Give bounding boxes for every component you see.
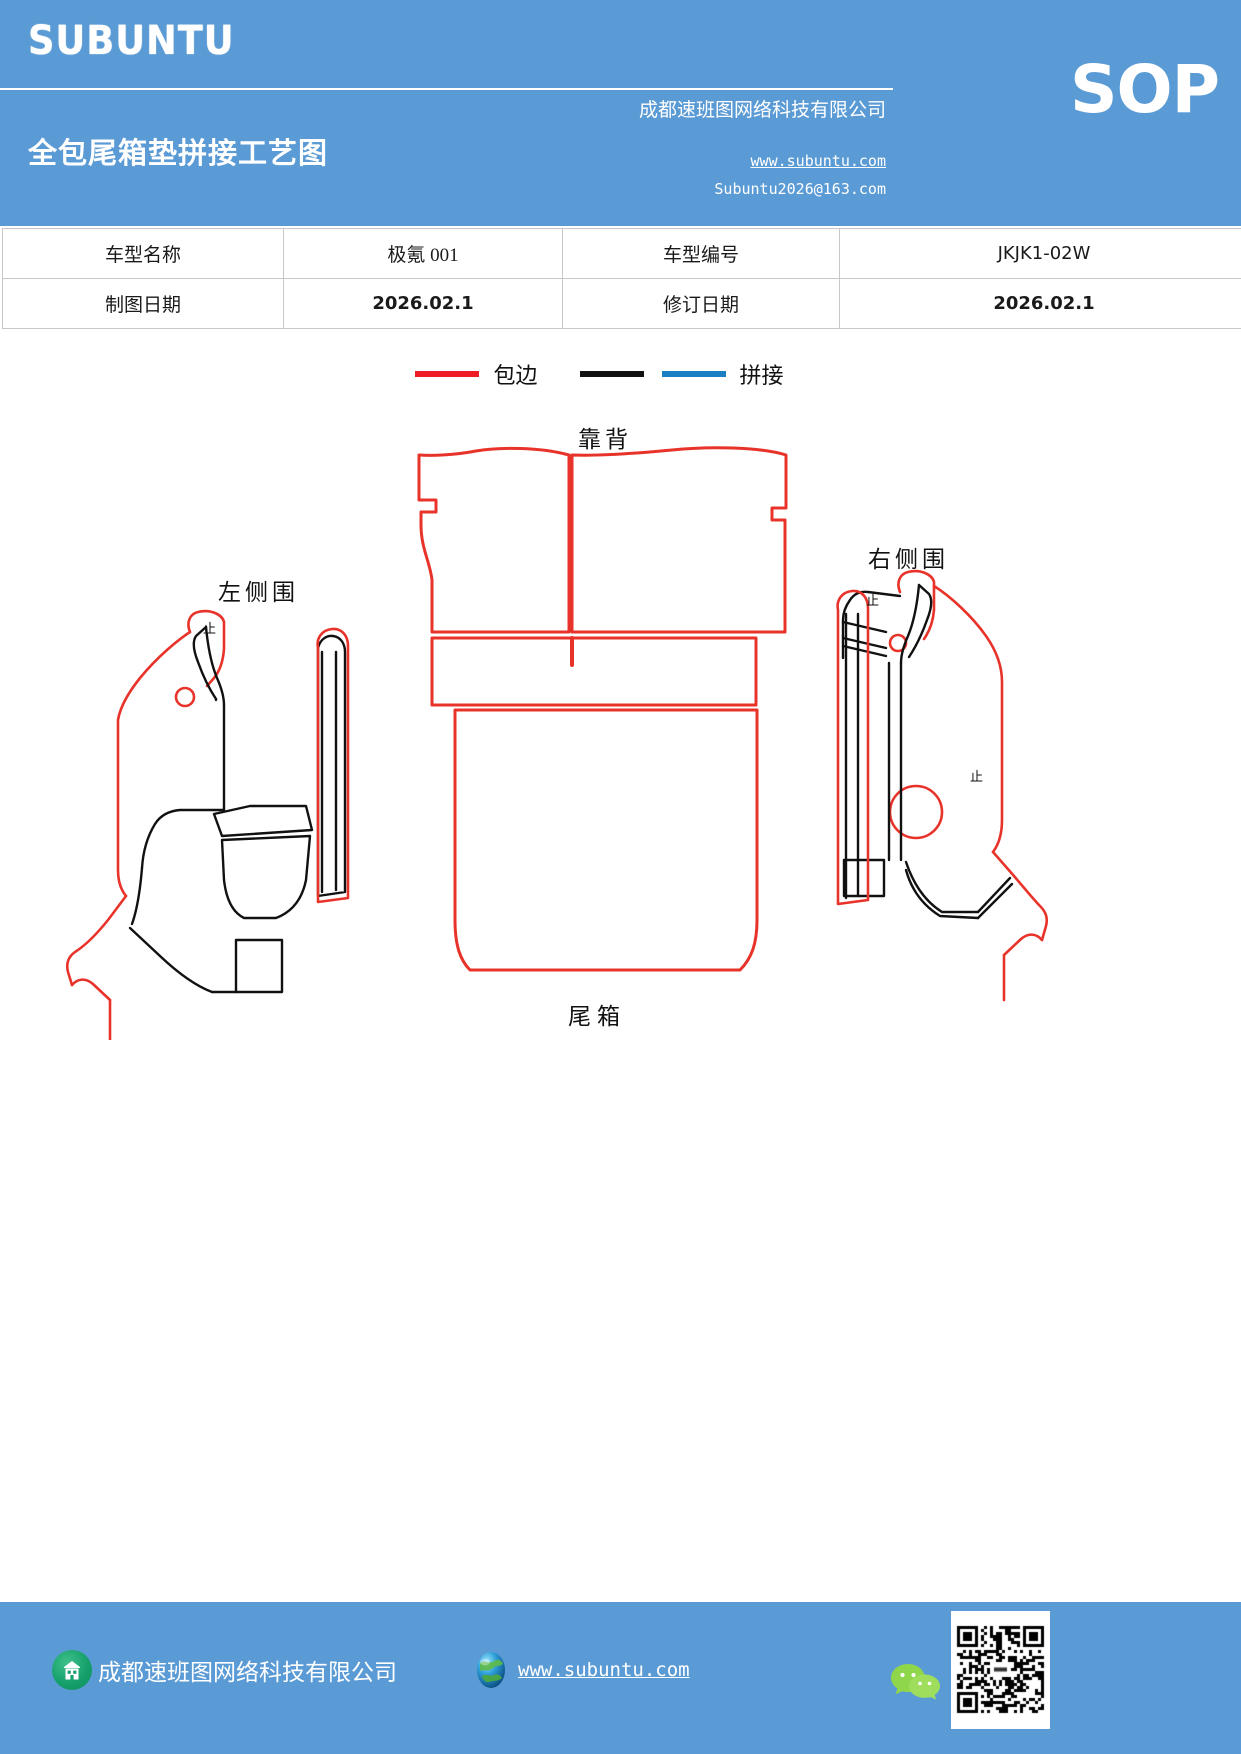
part-backrest-left	[417, 446, 571, 634]
footer-website[interactable]: www.subuntu.com	[472, 1650, 690, 1690]
wechat-icon	[890, 1660, 942, 1702]
cell-draw-date-label: 制图日期	[2, 278, 284, 329]
page-title: 全包尾箱垫拼接工艺图	[28, 136, 329, 170]
header-website-link[interactable]: www.subuntu.com	[750, 152, 886, 170]
label-right-side: 右侧围	[868, 547, 949, 572]
technical-drawing	[0, 400, 1241, 1040]
legend-swatch-blue-icon	[661, 371, 726, 377]
footer-website-link[interactable]: www.subuntu.com	[518, 1659, 690, 1681]
cell-model-name-label: 车型名称	[2, 228, 284, 279]
stop-mark-right-top: 止	[866, 593, 880, 608]
stop-mark-right-mid: 止	[970, 769, 984, 784]
header-company-name: 成都速班图网络科技有限公司	[638, 100, 886, 121]
cell-revise-date-value: 2026.02.1	[839, 278, 1241, 329]
page-header: SUBUNTU 全包尾箱垫拼接工艺图 SOP 成都速班图网络科技有限公司 www…	[0, 0, 1241, 226]
part-trunk-floor	[453, 708, 759, 972]
label-trunk: 尾箱	[568, 1004, 626, 1029]
globe-icon	[472, 1650, 510, 1690]
cell-model-name-value: 极氪 001	[283, 228, 563, 279]
label-backrest: 靠背	[578, 427, 632, 452]
legend-label-splice: 拼接	[739, 363, 784, 388]
legend-item-splice: 拼接	[579, 358, 826, 390]
part-middle-strip	[430, 636, 758, 707]
page-footer: 成都速班图网络科技有限公司	[0, 1602, 1241, 1754]
legend-label-binding: 包边	[493, 363, 538, 388]
cell-model-code-label: 车型编号	[562, 228, 840, 279]
brand-logo: SUBUNTU	[28, 18, 235, 64]
label-left-side: 左侧围	[218, 580, 299, 605]
part-right-side-panel	[836, 569, 1049, 1002]
cell-draw-date-value: 2026.02.1	[283, 278, 563, 329]
legend-swatch-black-icon	[579, 371, 644, 377]
legend: 包边 拼接	[0, 358, 1241, 390]
header-email: Subuntu2026@163.com	[714, 180, 886, 198]
part-left-side-panel	[65, 609, 350, 1040]
qr-code	[951, 1611, 1050, 1729]
stop-mark-left: 止	[203, 621, 217, 636]
cell-model-code-value: JKJK1-02W	[839, 228, 1241, 279]
table-row: 车型名称 极氪 001 车型编号 JKJK1-02W	[2, 228, 1241, 279]
footer-company: 成都速班图网络科技有限公司	[52, 1650, 397, 1690]
drawing-canvas	[65, 446, 1049, 1040]
footer-company-name: 成都速班图网络科技有限公司	[98, 1660, 397, 1685]
legend-item-binding: 包边	[415, 358, 579, 390]
vehicle-info-table: 车型名称 极氪 001 车型编号 JKJK1-02W 制图日期 2026.02.…	[2, 228, 1241, 329]
part-backrest-right	[570, 446, 788, 634]
table-row: 制图日期 2026.02.1 修订日期 2026.02.1	[2, 278, 1241, 329]
sop-badge: SOP	[1069, 51, 1220, 128]
legend-swatch-red-icon	[415, 371, 480, 377]
cell-revise-date-label: 修订日期	[562, 278, 840, 329]
header-divider	[0, 88, 893, 90]
building-icon	[52, 1650, 92, 1690]
